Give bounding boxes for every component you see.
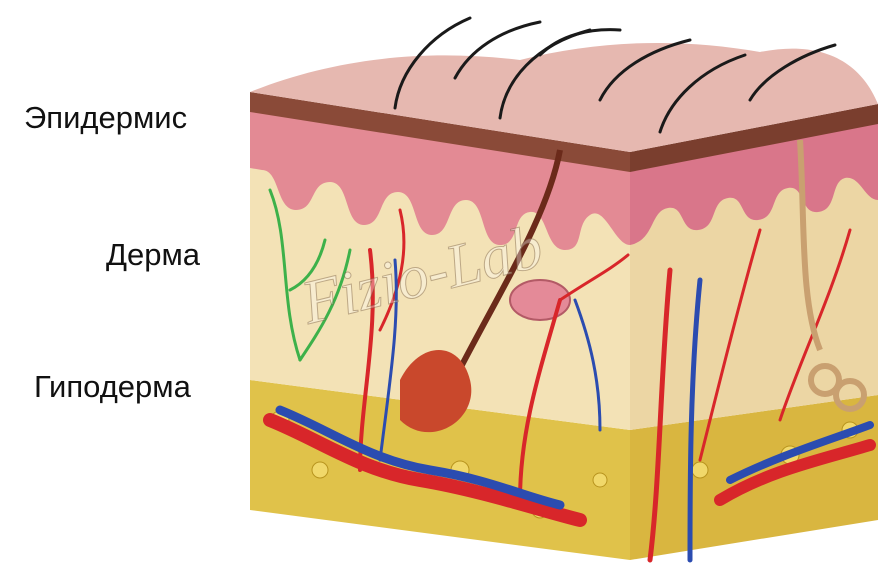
skin-cross-section-diagram (0, 0, 882, 580)
